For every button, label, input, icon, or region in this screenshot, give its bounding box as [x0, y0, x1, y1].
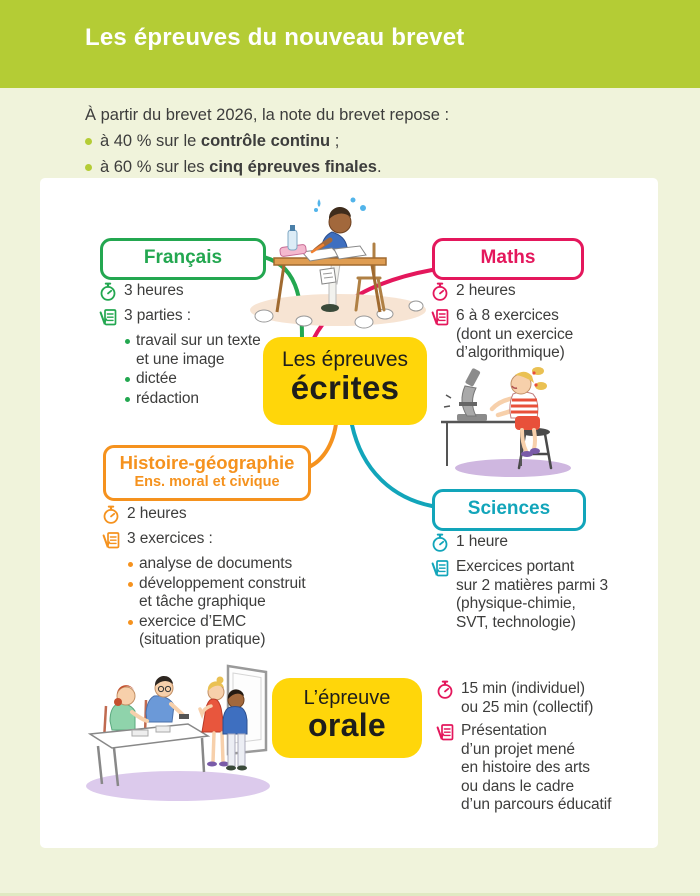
duration-text: 3 heures	[124, 282, 184, 299]
bullet-dot-icon	[128, 562, 133, 567]
duration-text: 1 heure	[456, 533, 508, 550]
tasks-row: Exercices portant sur 2 matières parmi 3…	[430, 558, 625, 632]
task-item: rédaction	[125, 390, 288, 409]
task-item: analyse de documents	[128, 555, 321, 574]
written-exams-bubble: Les épreuves écrites	[263, 337, 427, 425]
intro-bullet-text: à 60 % sur les cinq épreuves finales.	[100, 158, 382, 176]
tasks-row: 6 à 8 exercices (dont un exercice d’algo…	[430, 307, 610, 363]
bullet-dot-icon	[85, 137, 92, 145]
tasks-text: Présentation d’un projet mené en histoir…	[461, 722, 612, 813]
duration-text: 2 heures	[127, 505, 187, 522]
duration-row: 1 heure	[430, 533, 625, 553]
bullet-dot-icon	[125, 396, 130, 402]
stopwatch-icon	[101, 505, 121, 525]
checklist-icon	[430, 558, 450, 578]
tasks-text: 6 à 8 exercices (dont un exercice d’algo…	[456, 307, 574, 361]
task-list: travail sur un texte et une image dictée…	[125, 332, 288, 408]
details-maths: 2 heures 6 à 8 exercices (dont un exerci…	[430, 282, 610, 368]
subject-title: Sciences	[467, 498, 551, 519]
bullet-dot-icon	[125, 339, 130, 344]
bottom-strip	[0, 893, 700, 896]
duration-row: 2 heures	[101, 505, 321, 525]
intro-block: À partir du brevet 2026, la note du brev…	[85, 102, 449, 180]
bubble-line1: L’épreuve	[303, 687, 391, 709]
tasks-intro: 3 parties :	[124, 307, 191, 324]
duration-row: 3 heures	[98, 282, 288, 302]
subject-box-francais: Français	[100, 238, 266, 280]
subject-subtitle: Ens. moral et civique	[134, 474, 280, 490]
checklist-icon	[435, 722, 455, 742]
intro-line: À partir du brevet 2026, la note du brev…	[85, 106, 450, 124]
subject-title: Français	[143, 247, 223, 268]
duration-row: 15 min (individuel) ou 25 min (collectif…	[435, 680, 630, 717]
task-item: travail sur un texte et une image	[125, 332, 288, 369]
details-oral: 15 min (individuel) ou 25 min (collectif…	[435, 680, 630, 820]
subject-box-maths: Maths	[432, 238, 584, 280]
bubble-line1: Les épreuves	[281, 348, 409, 371]
duration-text: 15 min (individuel) ou 25 min (collectif…	[461, 680, 594, 716]
details-sciences: 1 heure Exercices portant sur 2 matières…	[430, 533, 625, 637]
bubble-line2: orale	[308, 707, 386, 743]
subject-title: Histoire-géographie	[119, 452, 295, 473]
mindmap-card: Français 3 heures 3 parties : travail su…	[40, 178, 658, 848]
bullet-dot-icon	[128, 619, 133, 625]
tasks-row: Présentation d’un projet mené en histoir…	[435, 722, 630, 815]
details-histoire: 2 heures 3 exercices : analyse de docume…	[101, 505, 321, 651]
stopwatch-icon	[435, 680, 455, 700]
bullet-dot-icon	[125, 377, 130, 382]
oral-exam-bubble: L’épreuve orale	[272, 678, 422, 758]
connector-maths	[312, 268, 434, 340]
tasks-text: Exercices portant sur 2 matières parmi 3…	[456, 558, 608, 631]
stopwatch-icon	[98, 282, 118, 302]
tasks-row: 3 exercices :	[101, 530, 321, 550]
bubble-line2: écrites	[290, 369, 400, 406]
bullet-dot-icon	[85, 163, 92, 171]
checklist-icon	[430, 307, 450, 327]
connector-sciences	[350, 423, 434, 508]
student-writing-illustration	[250, 197, 426, 329]
details-francais: 3 heures 3 parties : travail sur un text…	[98, 282, 288, 409]
stopwatch-icon	[430, 282, 450, 302]
subject-title: Maths	[480, 247, 536, 268]
duration-row: 2 heures	[430, 282, 610, 302]
page-title: Les épreuves du nouveau brevet	[85, 24, 465, 51]
bullet-dot-icon	[128, 581, 133, 587]
subject-box-histoire: Histoire-géographie Ens. moral et civiqu…	[103, 445, 311, 501]
microscope-girl-illustration	[441, 367, 571, 477]
oral-exam-illustration	[86, 664, 270, 801]
checklist-icon	[98, 307, 118, 327]
header-bar: Les épreuves du nouveau brevet	[0, 0, 700, 88]
checklist-icon	[101, 530, 121, 550]
intro-bullet: à 40 % sur le contrôle continu ;	[85, 128, 449, 154]
intro-bullet-text: à 40 % sur le contrôle continu ;	[100, 132, 340, 150]
task-item: exercice d’EMC (situation pratique)	[128, 613, 321, 650]
task-item: développement construit et tâche graphiq…	[128, 575, 321, 612]
stopwatch-icon	[430, 533, 450, 553]
subject-box-sciences: Sciences	[432, 489, 586, 531]
intro-bullet: à 60 % sur les cinq épreuves finales.	[85, 154, 449, 180]
tasks-intro: 3 exercices :	[127, 530, 213, 547]
task-item: dictée	[125, 370, 288, 389]
task-list: analyse de documents développement const…	[128, 555, 321, 650]
tasks-row: 3 parties :	[98, 307, 288, 327]
duration-text: 2 heures	[456, 282, 516, 299]
